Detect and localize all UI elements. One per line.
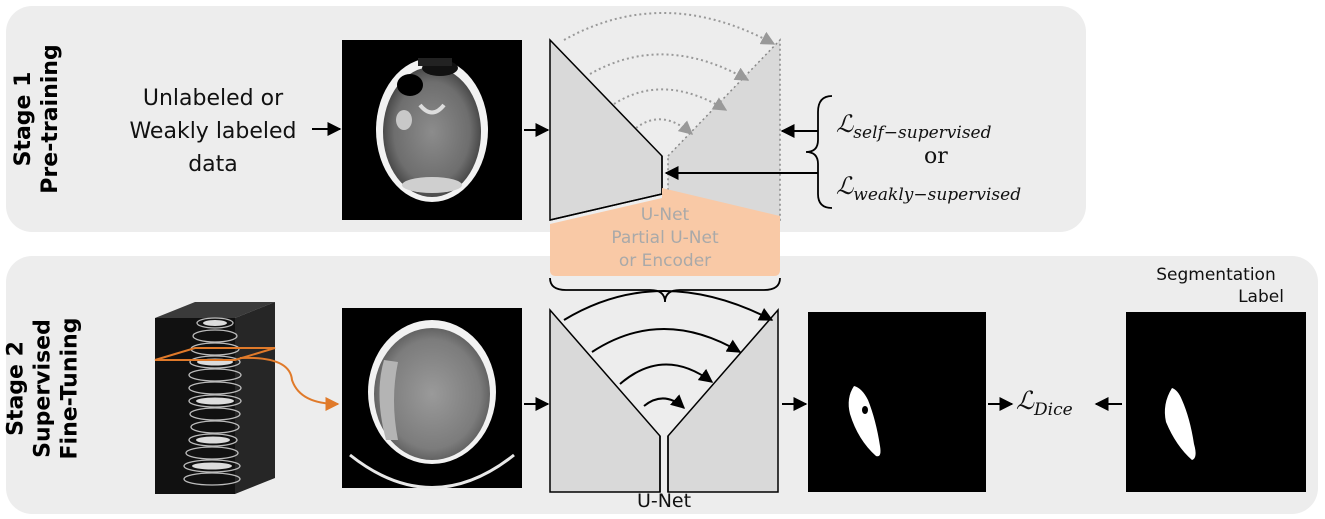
transfer-brace: [549, 277, 781, 303]
input-line2: Weakly labeled: [129, 119, 297, 144]
loss-dice: ℒDice: [1016, 386, 1073, 420]
loss-dice-subscript: Dice: [1034, 400, 1073, 420]
seg-label-line1: Segmentation: [1156, 265, 1276, 285]
loss-weak-symbol: ℒ: [836, 172, 854, 200]
loss-self-supervised: ℒself−supervised: [836, 110, 992, 143]
loss-self-symbol: ℒ: [836, 110, 854, 138]
seg-label-line2: Label: [1238, 287, 1284, 307]
transfer-line1: U-Net: [640, 205, 690, 225]
stage1-input-text: Unlabeled or Weakly labeled data: [118, 82, 308, 181]
prediction-mask: [808, 312, 986, 492]
input-line3: data: [188, 152, 238, 177]
ct-image-stage1: [342, 40, 522, 220]
transfer-region: [550, 188, 780, 276]
slice-arrow: [239, 356, 340, 411]
segmentation-label-mask: [1126, 312, 1306, 492]
loss-brace: [805, 95, 833, 209]
stage2-unet: [549, 290, 779, 493]
ct-volume-stack: [154, 302, 276, 494]
loss-weakly-supervised: ℒweakly−supervised: [836, 172, 1021, 205]
loss-weak-subscript: weakly−supervised: [853, 184, 1022, 205]
loss-self-subscript: self−supervised: [853, 122, 992, 143]
transfer-line2: Partial U-Net: [611, 228, 719, 248]
loss-dice-symbol: ℒ: [1016, 386, 1035, 415]
input-line1: Unlabeled or: [142, 86, 284, 111]
stage1-panel: [6, 6, 1086, 232]
ct-image-stage2: [342, 308, 522, 489]
stage2-model-label: U-Net: [636, 490, 692, 512]
loss-or: or: [924, 144, 948, 169]
transfer-line3: or Encoder: [618, 251, 712, 271]
segmentation-label-title: Segmentation Label: [1126, 264, 1306, 308]
transfer-text: U-Net Partial U-Net or Encoder: [550, 204, 780, 273]
